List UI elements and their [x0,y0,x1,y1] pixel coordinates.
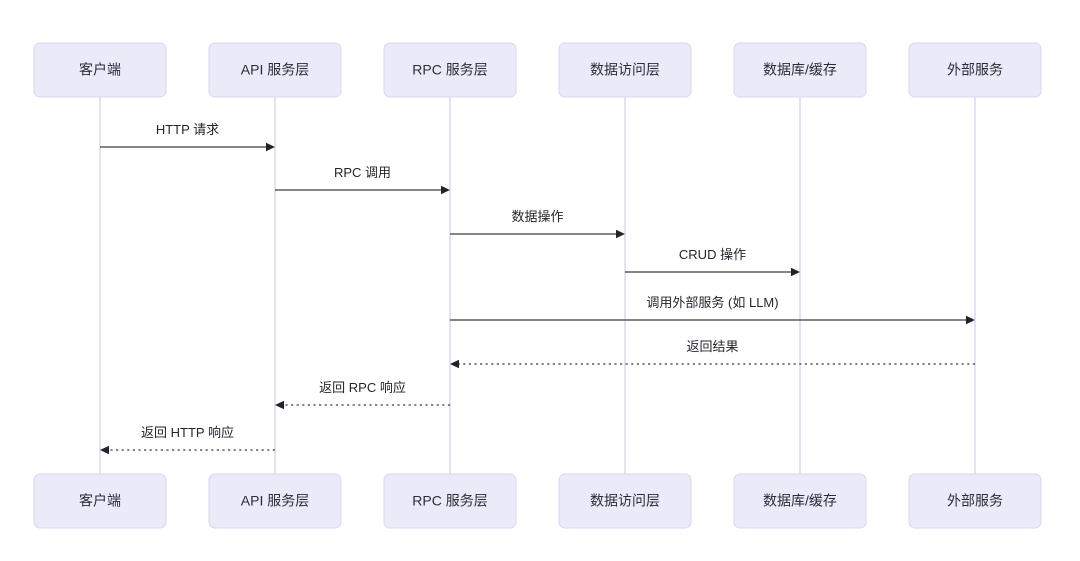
message-4-dao-to-db[interactable]: CRUD 操作 [625,247,800,277]
participant-dao-top[interactable]: 数据访问层 [558,42,692,98]
message-arrow-head [266,142,275,152]
participant-client-top[interactable]: 客户端 [33,42,167,98]
message-label: 返回 RPC 响应 [319,380,406,395]
participant-external-top[interactable]: 外部服务 [908,42,1042,98]
participant-label: 外部服务 [947,493,1003,509]
participant-box-shape [558,42,692,98]
participant-box-shape [558,473,692,529]
message-arrow-head [100,445,109,455]
message-label: 返回 HTTP 响应 [141,425,234,440]
message-label: RPC 调用 [334,165,391,180]
participant-api-bottom[interactable]: API 服务层 [208,473,342,529]
participant-rpc-top[interactable]: RPC 服务层 [383,42,517,98]
participant-box-shape [33,42,167,98]
message-arrow-head [275,400,284,410]
participant-box-shape [383,473,517,529]
participant-box-shape [733,42,867,98]
participant-label: RPC 服务层 [412,493,487,509]
participant-label: 客户端 [79,493,121,509]
message-8-api-to-client[interactable]: 返回 HTTP 响应 [100,425,275,455]
message-label: 调用外部服务 (如 LLM) [646,295,778,310]
participant-external-bottom[interactable]: 外部服务 [908,473,1042,529]
participant-label: 外部服务 [947,62,1003,78]
lifelines-group [99,97,976,474]
participant-box-shape [208,42,342,98]
participant-db-top[interactable]: 数据库/缓存 [733,42,867,98]
participant-api-top[interactable]: API 服务层 [208,42,342,98]
participant-label: API 服务层 [241,62,309,78]
message-label: HTTP 请求 [156,122,219,137]
message-1-client-to-api[interactable]: HTTP 请求 [100,122,275,152]
participant-client-bottom[interactable]: 客户端 [33,473,167,529]
participant-label: 客户端 [79,62,121,78]
message-2-api-to-rpc[interactable]: RPC 调用 [275,165,450,195]
message-arrow-head [441,185,450,195]
participant-box-shape [208,473,342,529]
message-label: 数据操作 [511,209,563,224]
participant-dao-bottom[interactable]: 数据访问层 [558,473,692,529]
message-7-rpc-to-api[interactable]: 返回 RPC 响应 [275,380,450,410]
message-label: 返回结果 [686,339,738,354]
participant-box-shape [33,473,167,529]
participant-box-shape [733,473,867,529]
message-3-rpc-to-dao[interactable]: 数据操作 [450,209,625,239]
participant-label: 数据访问层 [590,493,660,509]
message-6-external-to-rpc[interactable]: 返回结果 [450,339,975,369]
message-arrow-head [616,229,625,239]
participant-box-shape [908,42,1042,98]
message-label: CRUD 操作 [679,247,746,262]
message-5-rpc-to-external[interactable]: 调用外部服务 (如 LLM) [450,295,975,325]
participant-label: API 服务层 [241,493,309,509]
participant-box-shape [383,42,517,98]
participant-label: 数据库/缓存 [763,62,837,78]
participant-db-bottom[interactable]: 数据库/缓存 [733,473,867,529]
participant-box-shape [908,473,1042,529]
participant-rpc-bottom[interactable]: RPC 服务层 [383,473,517,529]
participant-label: 数据库/缓存 [763,493,837,509]
message-arrow-head [791,267,800,277]
participant-label: RPC 服务层 [412,62,487,78]
participant-label: 数据访问层 [590,62,660,78]
message-arrow-head [450,359,459,369]
message-arrow-head [966,315,975,325]
